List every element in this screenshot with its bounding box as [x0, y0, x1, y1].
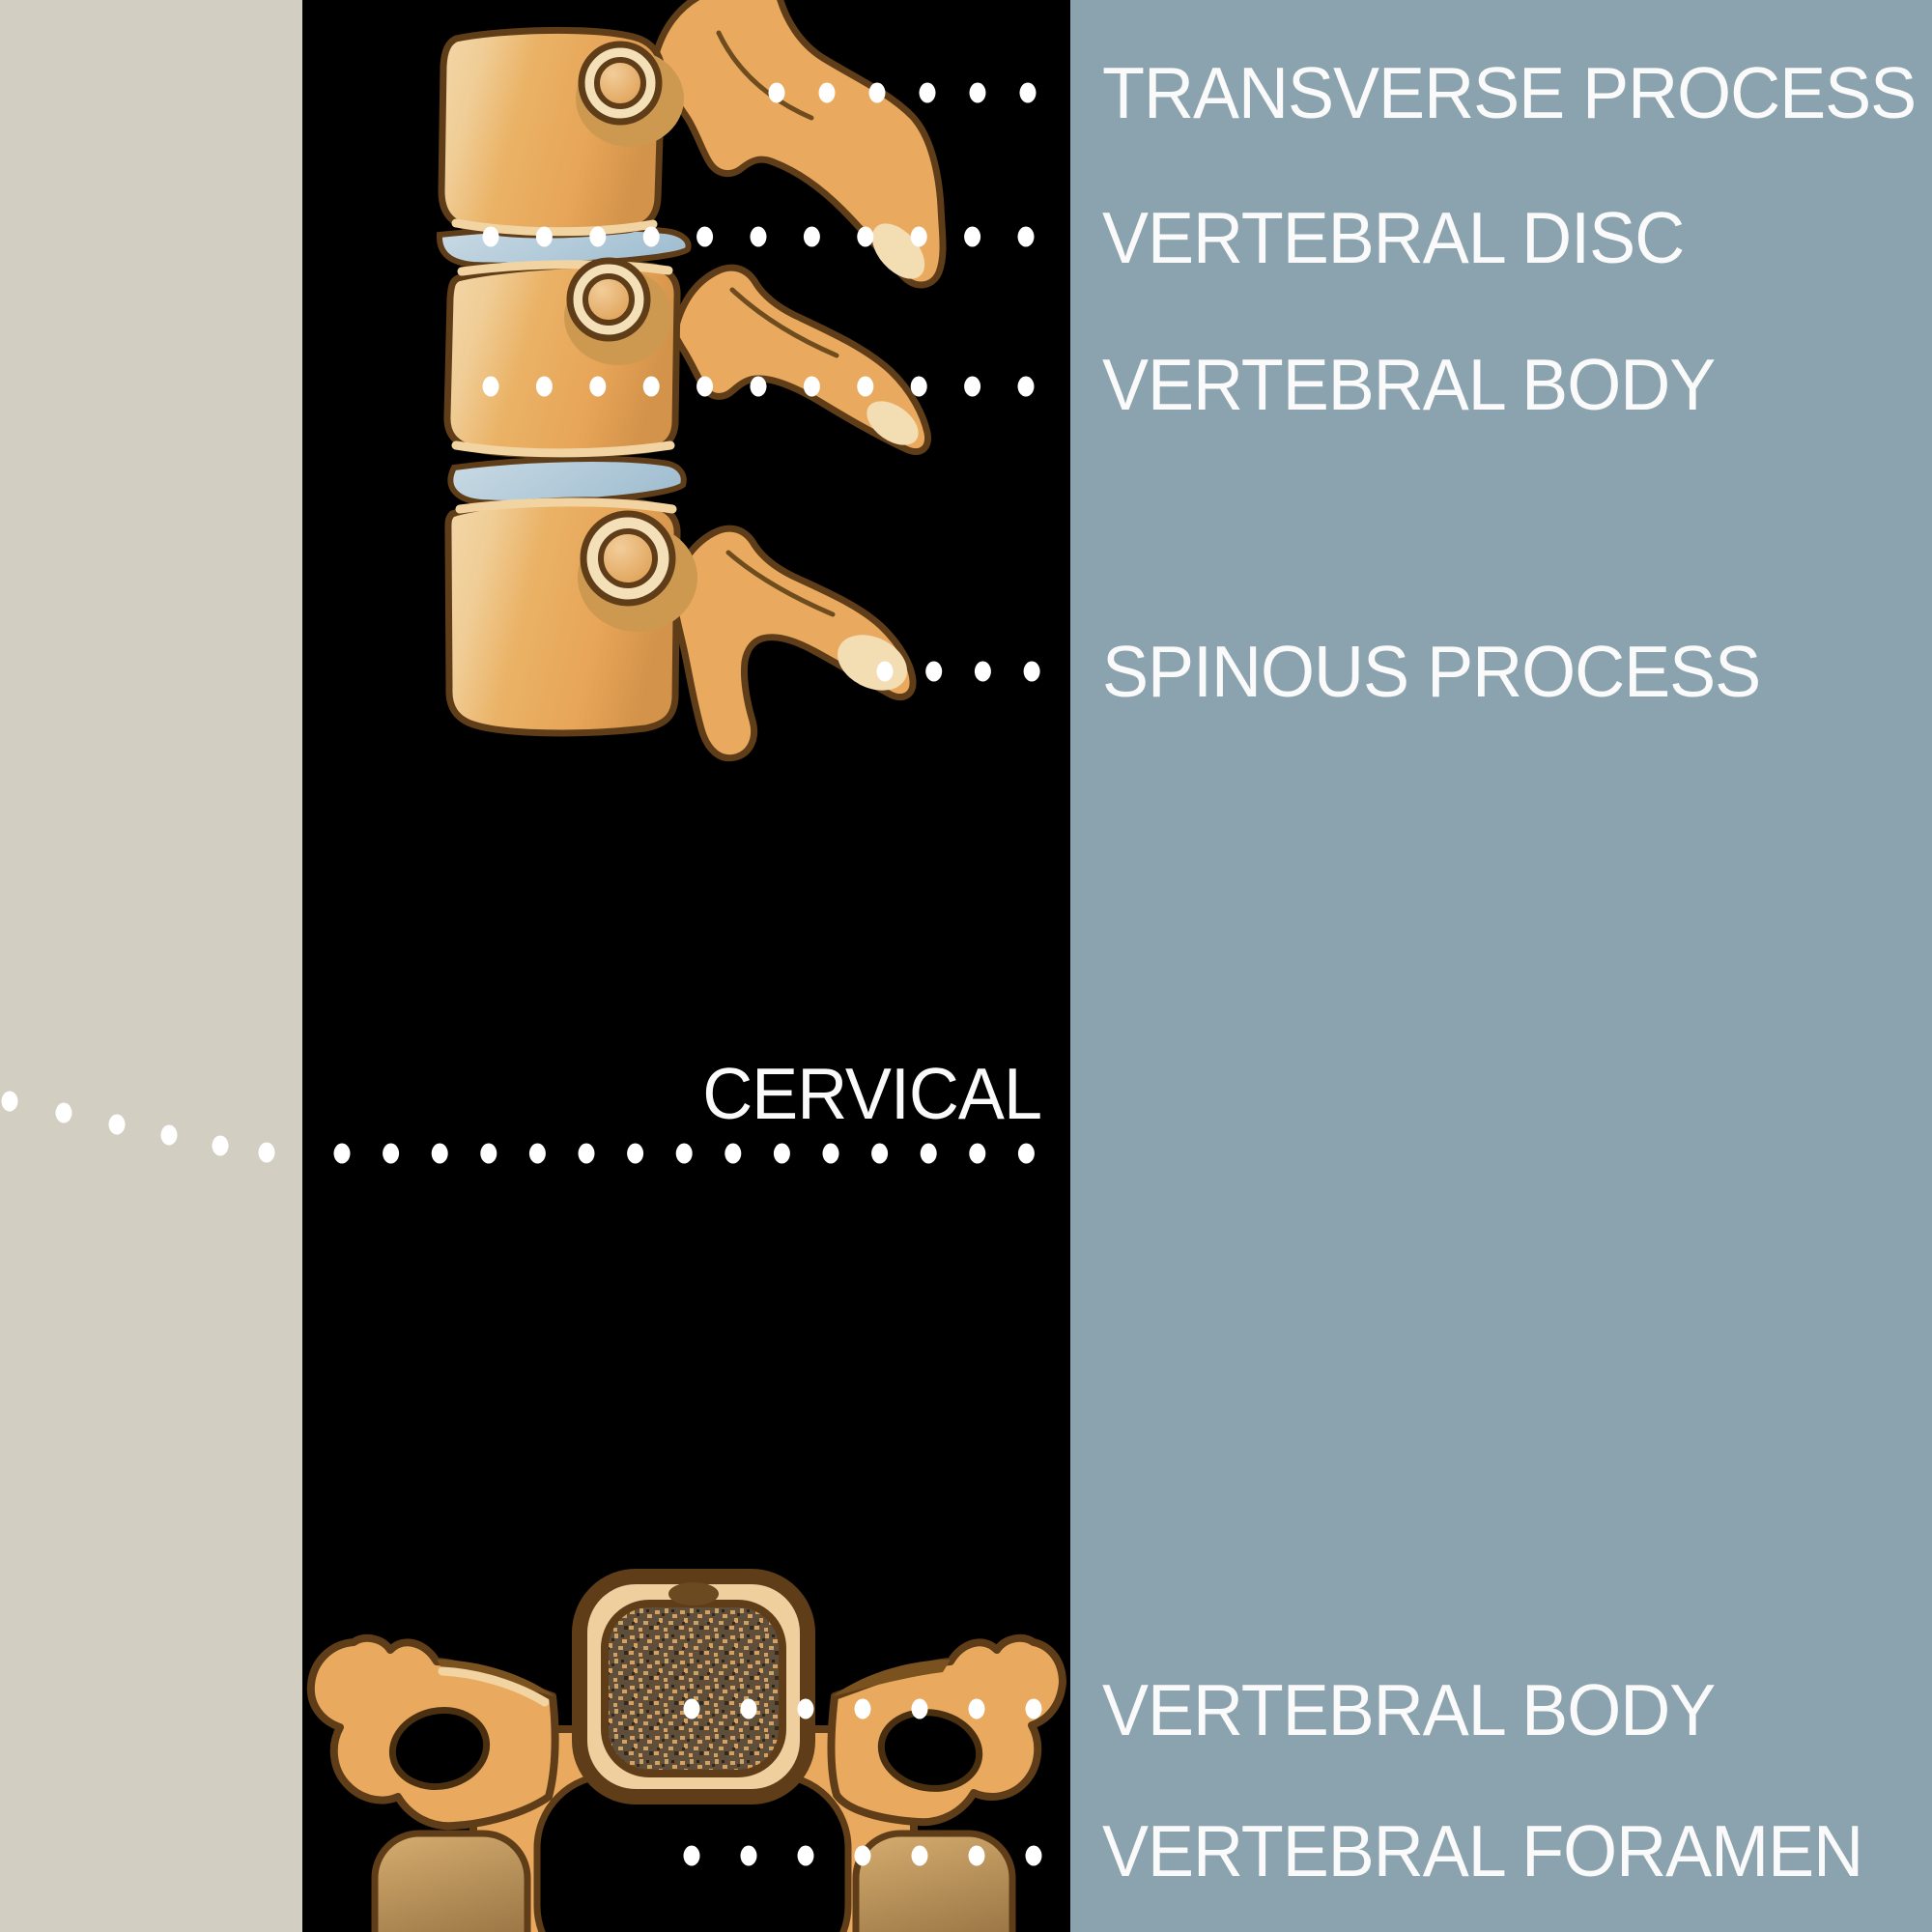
axial-vertebral-body-speckle [601, 1600, 786, 1777]
right-wing-shadow [833, 1660, 951, 1696]
transverse-foramen-ring-3 [578, 510, 697, 632]
vertebra-2-posterior-arch [670, 264, 932, 456]
transverse-foramen-ring-1 [576, 41, 684, 147]
vertebral-disc-2 [447, 456, 687, 506]
body-3-top-highlight [455, 497, 677, 514]
cervical-vertebra-axial-illustration [306, 1569, 1066, 1932]
right-label-panel [1070, 0, 1932, 1932]
label-cervical: CERVICAL [702, 1054, 1042, 1135]
left-background-strip [0, 0, 302, 1932]
transverse-foramen-ring-2 [564, 257, 672, 365]
facet-line-1 [716, 30, 814, 121]
facet-line-3 [725, 550, 836, 617]
left-transverse-foramen [388, 1707, 491, 1790]
label-vertebral-body-bottom: VERTEBRAL BODY [1102, 1670, 1716, 1751]
label-vertebral-foramen: VERTEBRAL FORAMEN [1102, 1811, 1863, 1892]
left-wing-highlight [438, 1666, 550, 1707]
label-transverse-process: TRANSVERSE PROCESS [1102, 53, 1917, 134]
body-1-bottom-highlight [451, 218, 658, 237]
vertebra-1-posterior-arch [651, 0, 947, 289]
spinous-tip-highlight-2 [867, 401, 919, 445]
axial-body-top-notch [668, 1582, 719, 1605]
cervical-spine-lateral-illustration [436, 0, 947, 762]
body-2-bottom-highlight [451, 440, 675, 458]
label-spinous-process: SPINOUS PROCESS [1102, 632, 1761, 713]
label-vertebral-body-top: VERTEBRAL BODY [1102, 345, 1716, 426]
leader-dot-lines [1, 82, 1042, 1866]
label-vertebral-disc: VERTEBRAL DISC [1102, 198, 1685, 279]
vertebra-3-posterior-arch [668, 525, 917, 762]
body-2-top-highlight [457, 260, 673, 276]
left-articular-facet [371, 1830, 531, 1932]
facet-line-2 [729, 287, 839, 358]
right-articular-facet [852, 1830, 1016, 1932]
right-transverse-foramen [877, 1709, 983, 1792]
